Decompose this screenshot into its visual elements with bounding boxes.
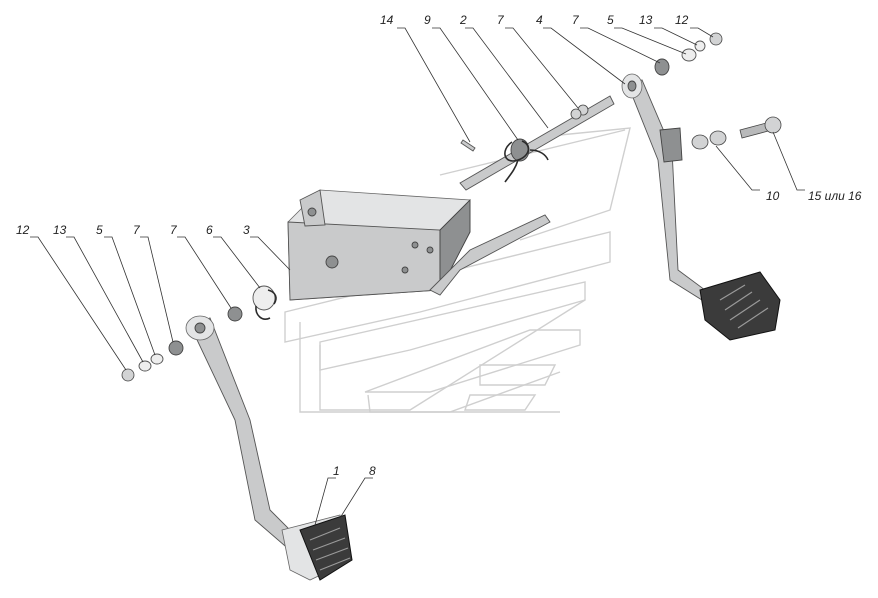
callout-labels: 14 9 2 7 4 7 5 13 12 10 15 или 16 12 13 … [16,13,862,478]
pin [460,139,476,152]
left-hardware [121,285,277,382]
callout-5-left: 5 [96,223,103,237]
callout-12-left: 12 [16,223,30,237]
callout-7-top-a: 7 [497,13,505,27]
right-hardware [654,32,723,76]
callout-4: 4 [536,13,543,27]
pedal-bracket [287,189,551,301]
callout-12-top: 12 [675,13,689,27]
callout-13-left: 13 [53,223,67,237]
callout-7-top-b: 7 [572,13,580,27]
left-pedal [185,315,353,581]
callout-13-top: 13 [639,13,653,27]
callout-6: 6 [206,223,213,237]
callout-3: 3 [243,223,250,237]
callout-1: 1 [333,464,340,478]
watermark-logo [284,127,631,413]
leader-lines [30,27,805,526]
callout-14: 14 [380,13,394,27]
adjusting-bolt [691,116,782,150]
right-pedal [621,73,781,341]
callout-15-or-16: 15 или 16 [808,189,862,203]
callout-8: 8 [369,464,376,478]
callout-2: 2 [459,13,467,27]
pedal-shaft [459,95,615,191]
callout-7-left-a: 7 [133,223,141,237]
callout-9: 9 [424,13,431,27]
callout-7-left-b: 7 [170,223,178,237]
callout-5-top: 5 [607,13,614,27]
callout-10: 10 [766,189,780,203]
